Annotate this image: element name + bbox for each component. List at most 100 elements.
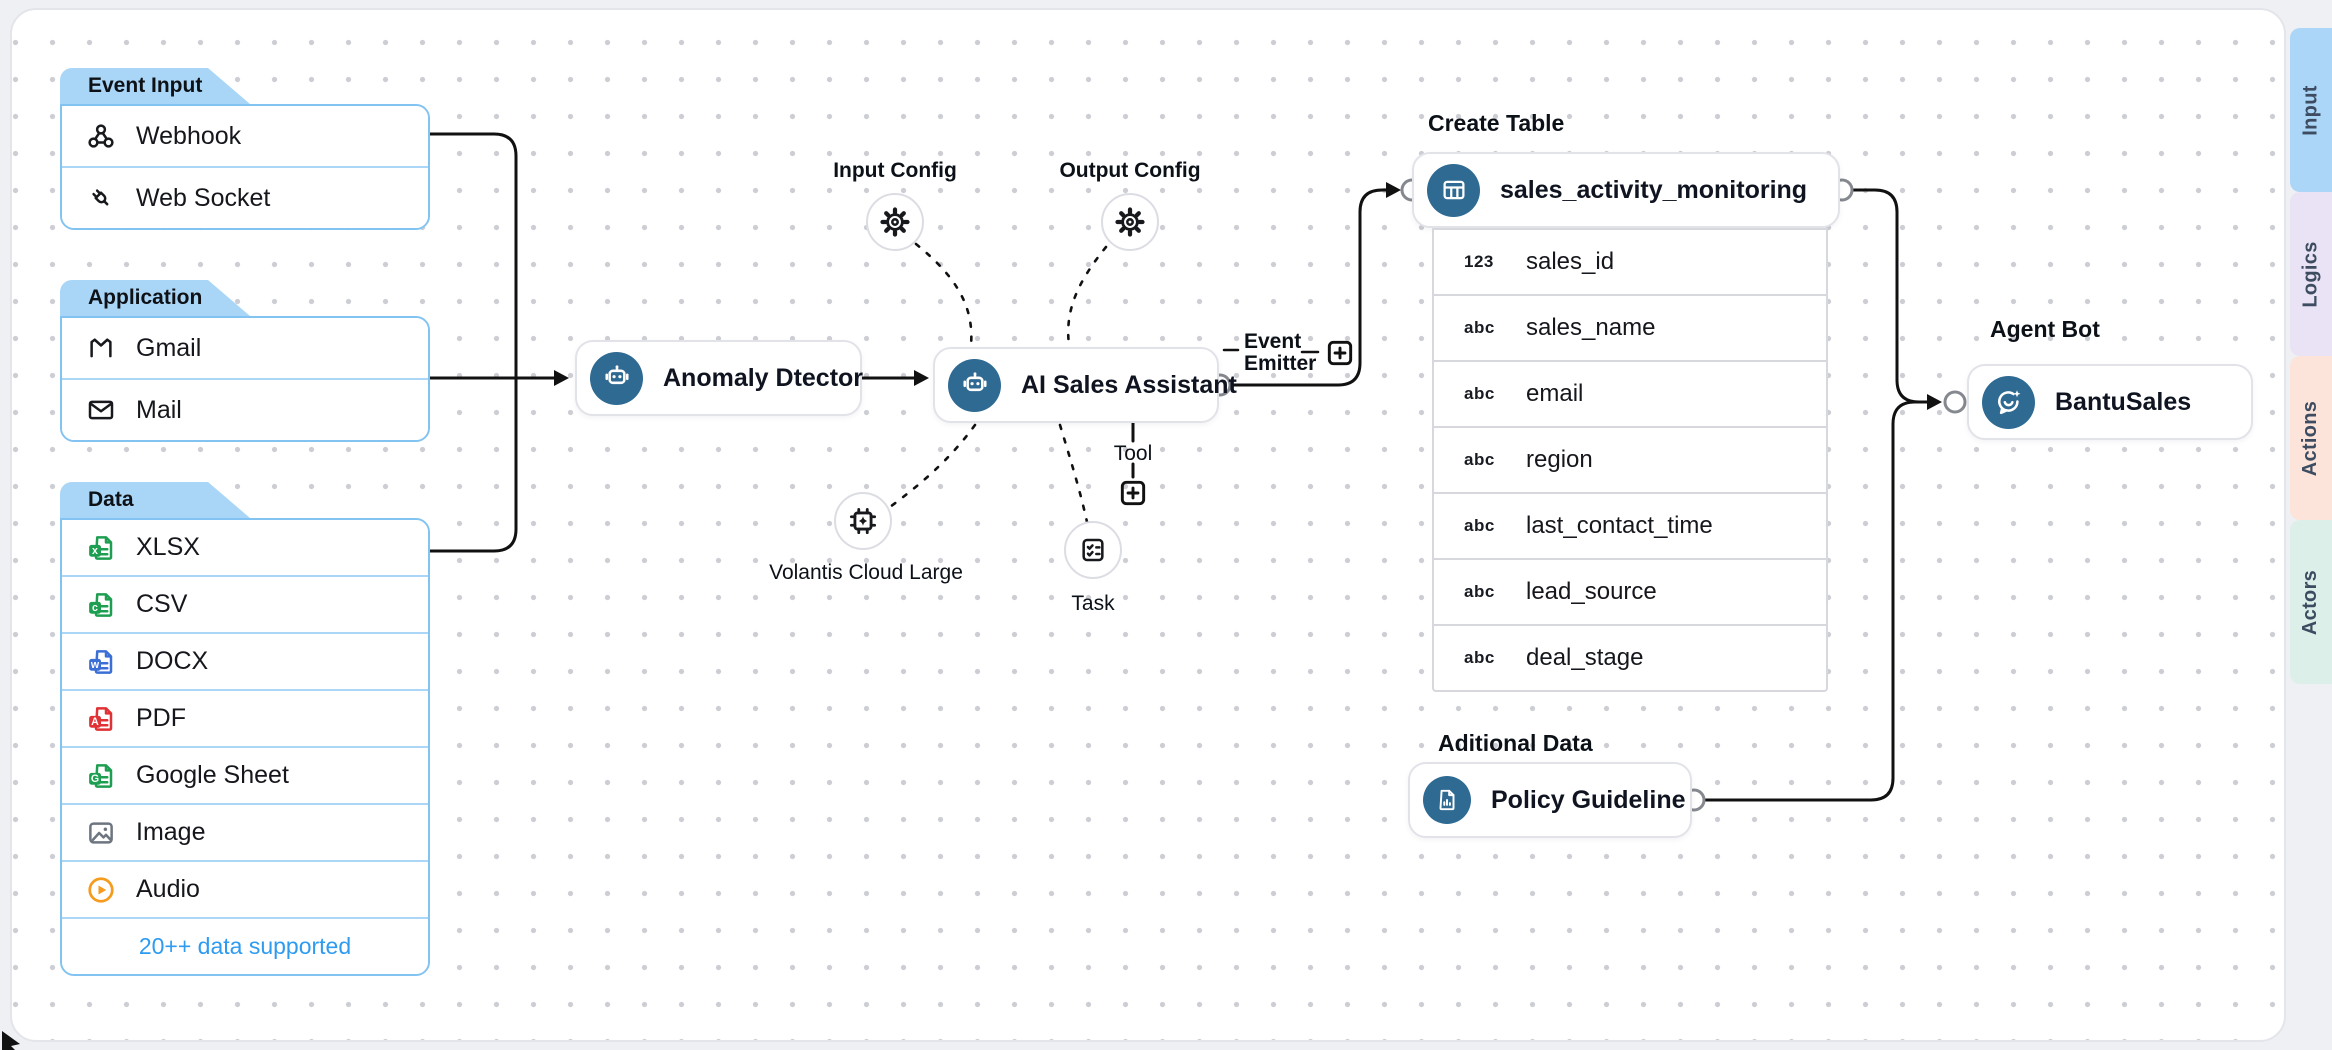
audio-icon	[88, 876, 114, 903]
palette-item-docx[interactable]: w DOCX	[62, 632, 428, 689]
palette-item-gmail[interactable]: Gmail	[62, 318, 428, 378]
column-type-badge: abc	[1464, 516, 1495, 535]
palette-item-label: Mail	[136, 395, 182, 424]
node-policy-guideline[interactable]: Policy Guideline	[1408, 762, 1692, 838]
additional-data-title: Aditional Data	[1438, 730, 1593, 756]
table-column-row[interactable]: abc lead_source	[1434, 558, 1826, 624]
agent-bot-title: Agent Bot	[1990, 316, 2100, 342]
column-type-badge: 123	[1464, 252, 1494, 271]
docx-file-icon: w	[89, 649, 113, 674]
side-tab-actors[interactable]: Actors	[2290, 520, 2332, 684]
tool-add-button[interactable]	[1117, 477, 1149, 509]
palette-item-csv[interactable]: c CSV	[62, 575, 428, 632]
side-tab-input[interactable]: Input	[2290, 28, 2332, 192]
table-column-row[interactable]: abc email	[1434, 360, 1826, 426]
svg-text:x: x	[92, 545, 98, 557]
palette-item-xlsx[interactable]: x XLSX	[62, 520, 428, 575]
palette-item-pdf[interactable]: A PDF	[62, 689, 428, 746]
column-name: email	[1526, 380, 1584, 407]
event-emitter-label: Event Emitter	[1244, 331, 1316, 375]
palette-item-mail[interactable]: Mail	[62, 378, 428, 440]
palette-item-image[interactable]: Image	[62, 803, 428, 860]
mail-icon	[88, 400, 114, 420]
node-anomaly-detector[interactable]: Anomaly Dtector	[575, 340, 864, 416]
event-emitter-line1: Event	[1244, 330, 1302, 353]
group-title: Event Input	[88, 74, 203, 97]
policy-document-icon	[1423, 776, 1471, 824]
node-label: BantuSales	[2055, 387, 2192, 416]
webhook-icon	[88, 124, 114, 148]
model-label: Volantis Cloud Large	[769, 561, 963, 584]
table-icon	[1427, 163, 1480, 217]
palette-item-label: CSV	[136, 590, 188, 618]
table-column-row[interactable]: abc region	[1434, 426, 1826, 492]
svg-text:G: G	[91, 773, 99, 785]
xlsx-file-icon: x	[89, 535, 113, 560]
palette-item-websocket[interactable]: Web Socket	[62, 166, 428, 228]
node-label: Anomaly Dtector	[663, 363, 864, 392]
side-tab-logics[interactable]: Logics	[2290, 192, 2332, 356]
node-label: Policy Guideline	[1491, 785, 1686, 814]
checklist-icon	[1082, 538, 1104, 562]
column-name: deal_stage	[1526, 644, 1644, 671]
websocket-plug-icon	[92, 189, 109, 206]
group-title: Application	[88, 286, 203, 309]
palette-item-webhook[interactable]: Webhook	[62, 106, 428, 166]
palette-group-data: Data x XLSX c CSV	[60, 482, 430, 976]
palette-item-label: DOCX	[136, 647, 209, 675]
group-tab-event-input: Event Input	[60, 68, 250, 104]
column-type-badge: abc	[1464, 384, 1495, 403]
event-emitter-line2: Emitter	[1244, 352, 1317, 375]
node-create-table[interactable]: sales_activity_monitoring	[1412, 152, 1840, 228]
column-type-badge: abc	[1464, 450, 1495, 469]
column-name: sales_id	[1526, 248, 1615, 275]
task-label: Task	[1071, 592, 1115, 615]
more-data-link[interactable]: 20++ data supported	[62, 917, 428, 974]
gear-icon	[880, 207, 910, 237]
palette-item-label: Gmail	[136, 333, 202, 362]
palette-item-label: PDF	[136, 704, 186, 732]
table-column-row[interactable]: abc last_contact_time	[1434, 492, 1826, 558]
palette-item-label: Audio	[136, 875, 200, 903]
table-column-row[interactable]: 123 sales_id	[1434, 230, 1826, 294]
column-name: lead_source	[1526, 578, 1657, 605]
model-node[interactable]	[834, 492, 892, 550]
table-columns-list: 123 sales_id abc sales_name abc email ab…	[1432, 228, 1828, 692]
svg-text:w: w	[90, 659, 100, 671]
node-label: AI Sales Assistant	[1021, 370, 1237, 399]
side-tab-label: Actors	[2299, 569, 2322, 635]
input-config-node[interactable]	[866, 193, 924, 251]
chip-icon	[849, 507, 877, 535]
event-emitter-add-button[interactable]	[1324, 337, 1356, 369]
task-node[interactable]	[1064, 521, 1122, 579]
palette-item-label: Web Socket	[136, 183, 271, 212]
side-tab-actions[interactable]: Actions	[2290, 356, 2332, 520]
group-tab-data: Data	[60, 482, 250, 518]
column-type-badge: abc	[1464, 582, 1495, 601]
node-ai-sales-assistant[interactable]: AI Sales Assistant	[933, 347, 1237, 423]
node-bantusales[interactable]: BantuSales	[1967, 364, 2253, 440]
column-name: last_contact_time	[1526, 512, 1713, 539]
palette-group-application: Application Gmail Mail	[60, 280, 430, 442]
gsheet-file-icon: G	[89, 763, 113, 788]
side-tab-label: Actions	[2299, 400, 2322, 476]
robot-icon	[590, 351, 643, 405]
side-tab-label: Logics	[2299, 240, 2322, 308]
palette-item-label: Webhook	[136, 121, 242, 150]
output-config-node[interactable]	[1101, 193, 1159, 251]
group-tab-application: Application	[60, 280, 250, 316]
image-icon	[89, 821, 113, 844]
robot-icon	[948, 358, 1001, 412]
svg-text:c: c	[92, 602, 98, 614]
gmail-icon	[90, 338, 112, 358]
group-title: Data	[88, 488, 134, 511]
svg-text:A: A	[91, 716, 99, 728]
table-column-row[interactable]: abc deal_stage	[1434, 624, 1826, 690]
table-column-row[interactable]: abc sales_name	[1434, 294, 1826, 360]
output-config-label: Output Config	[1059, 159, 1201, 182]
palette-item-audio[interactable]: Audio	[62, 860, 428, 917]
pdf-file-icon: A	[89, 706, 113, 731]
palette-item-google-sheet[interactable]: G Google Sheet	[62, 746, 428, 803]
csv-file-icon: c	[89, 592, 113, 617]
